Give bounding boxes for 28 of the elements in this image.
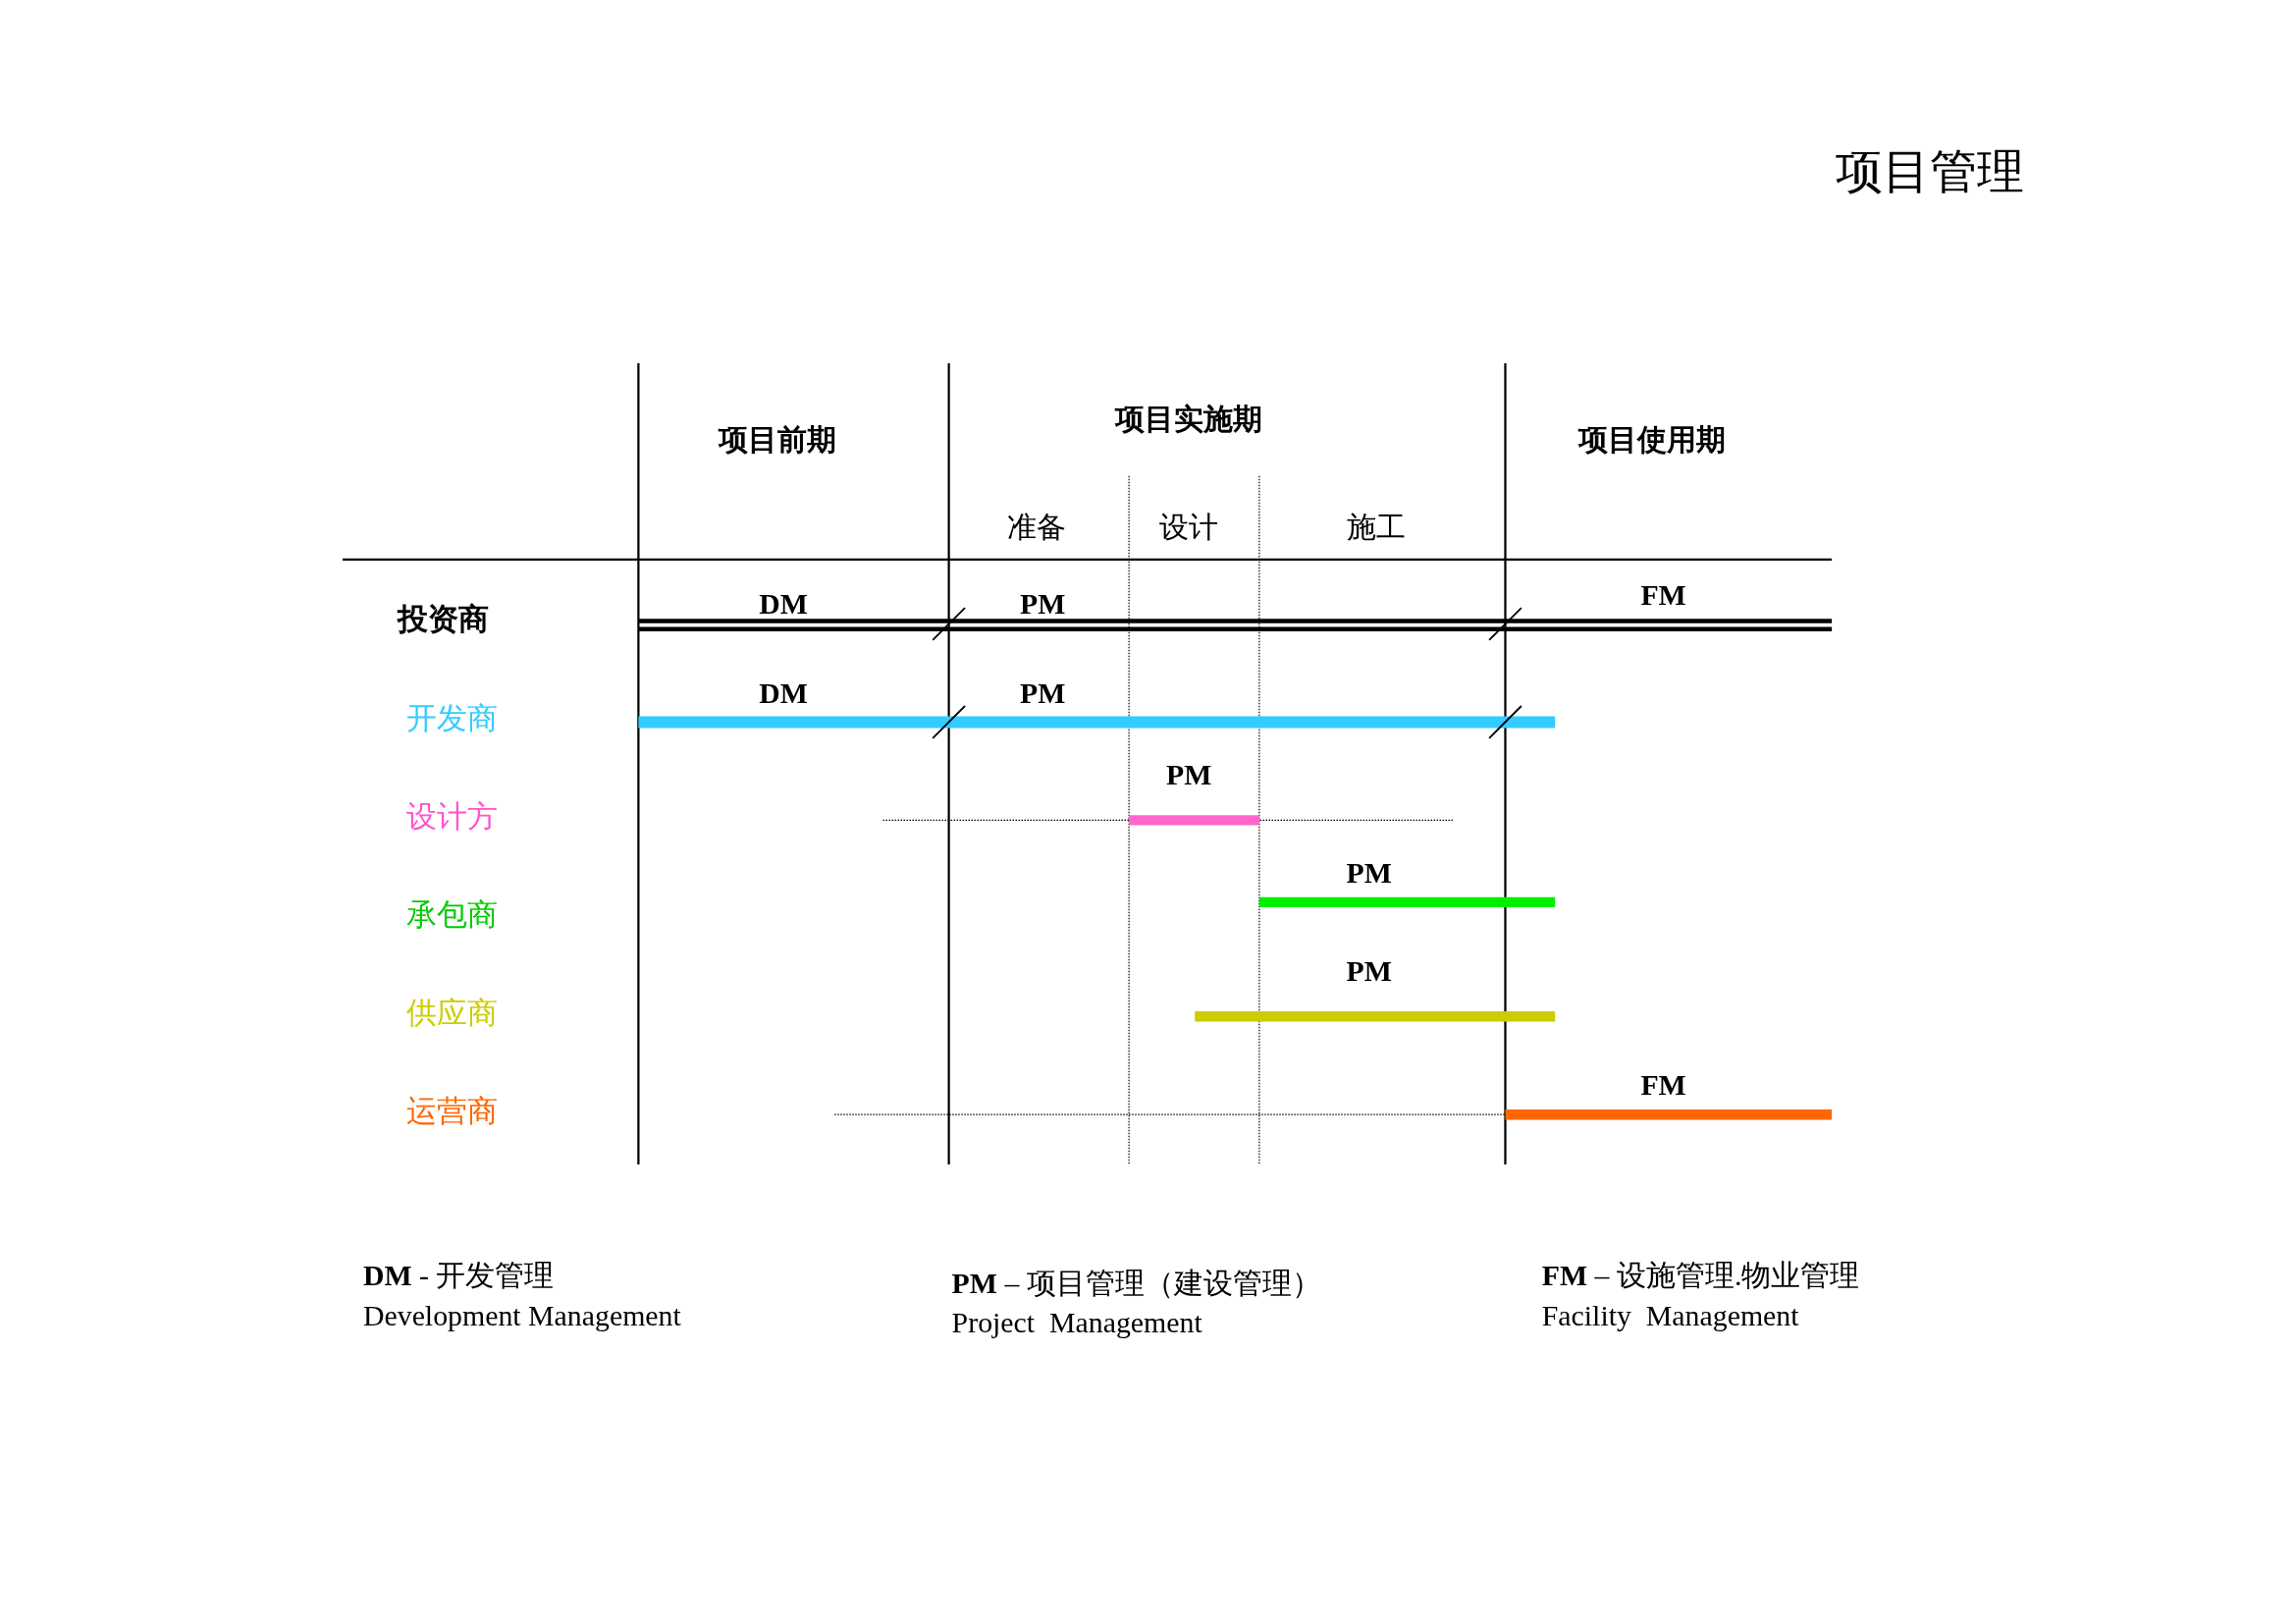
bar-label: FM xyxy=(1640,579,1686,610)
phase-header: 施工 xyxy=(1347,513,1407,542)
column-header: 项目使用期 xyxy=(1577,424,1726,455)
legend-text: Project Management xyxy=(951,1308,1202,1337)
row-label: 设计方 xyxy=(406,801,499,833)
bar-label: DM xyxy=(759,677,808,708)
bar-label: PM xyxy=(1166,760,1212,789)
legend-text: DM - 开发管理 xyxy=(362,1261,555,1291)
phase-header: 设计 xyxy=(1159,513,1219,542)
legend-text: Development Management xyxy=(362,1300,681,1330)
row-label: 开发商 xyxy=(406,703,499,735)
bar-label: PM xyxy=(1346,858,1392,888)
bar-label: PM xyxy=(1346,956,1392,986)
column-header: 项目前期 xyxy=(719,424,837,455)
bar-label: FM xyxy=(1640,1070,1686,1101)
row-label: 承包商 xyxy=(406,899,499,931)
phase-header: 准备 xyxy=(1007,513,1067,542)
row-label: 投资商 xyxy=(398,604,490,635)
row-label: 供应商 xyxy=(406,998,499,1029)
column-header: 项目实施期 xyxy=(1115,404,1263,434)
legend-text: PM – 项目管理（建设管理） xyxy=(951,1268,1321,1298)
bar-label: PM xyxy=(1019,677,1066,708)
page-title: 项目管理 xyxy=(1836,147,2025,195)
legend-text: Facility Management xyxy=(1541,1300,1799,1330)
row-label: 运营商 xyxy=(406,1096,499,1127)
bar-label: PM xyxy=(1019,588,1066,619)
bar-label: DM xyxy=(759,588,808,619)
legend-text: FM – 设施管理.物业管理 xyxy=(1541,1261,1860,1291)
